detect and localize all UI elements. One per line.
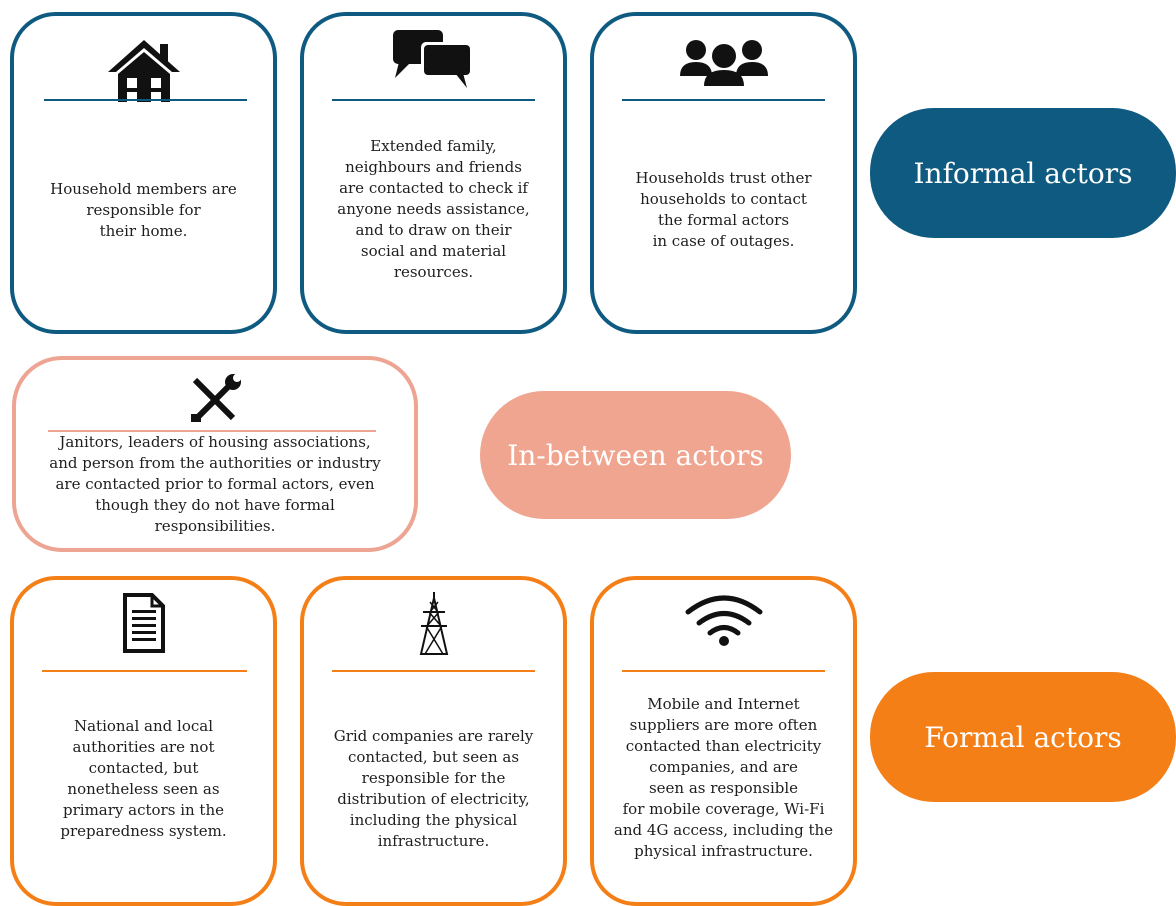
card-text: National and local authorities are not c…: [60, 717, 227, 840]
group-of-people-icon: [594, 38, 853, 88]
divider: [332, 670, 535, 672]
card-text: Janitors, leaders of housing association…: [49, 433, 381, 535]
formal-card-mobile-internet: Mobile and Internet suppliers are more o…: [590, 576, 857, 906]
divider: [48, 430, 376, 432]
card-text: Grid companies are rarely contacted, but…: [333, 727, 534, 850]
house-icon: [14, 38, 273, 104]
in-between-card: Janitors, leaders of housing association…: [12, 356, 418, 552]
speech-bubbles-icon: [304, 28, 563, 90]
card-text: Household members are responsible for th…: [50, 180, 237, 240]
informal-actors-label: Informal actors: [870, 108, 1176, 238]
formal-card-grid-companies: Grid companies are rarely contacted, but…: [300, 576, 567, 906]
formal-card-authorities: National and local authorities are not c…: [10, 576, 277, 906]
informal-card-social-network: Extended family, neighbours and friends …: [300, 12, 567, 334]
divider: [44, 99, 247, 101]
informal-card-trust: Households trust other households to con…: [590, 12, 857, 334]
card-text: Mobile and Internet suppliers are more o…: [613, 695, 834, 860]
document-icon: [14, 592, 273, 654]
formal-actors-label: Formal actors: [870, 672, 1176, 802]
wifi-icon: [594, 594, 853, 646]
divider: [622, 670, 825, 672]
card-text: Extended family, neighbours and friends …: [337, 137, 530, 281]
in-between-actors-label: In-between actors: [480, 391, 791, 519]
divider: [622, 99, 825, 101]
divider: [332, 99, 535, 101]
divider: [42, 670, 247, 672]
transmission-tower-icon: [304, 590, 563, 656]
card-text: Households trust other households to con…: [635, 169, 812, 250]
tools-icon: [16, 374, 414, 424]
informal-card-household: Household members are responsible for th…: [10, 12, 277, 334]
